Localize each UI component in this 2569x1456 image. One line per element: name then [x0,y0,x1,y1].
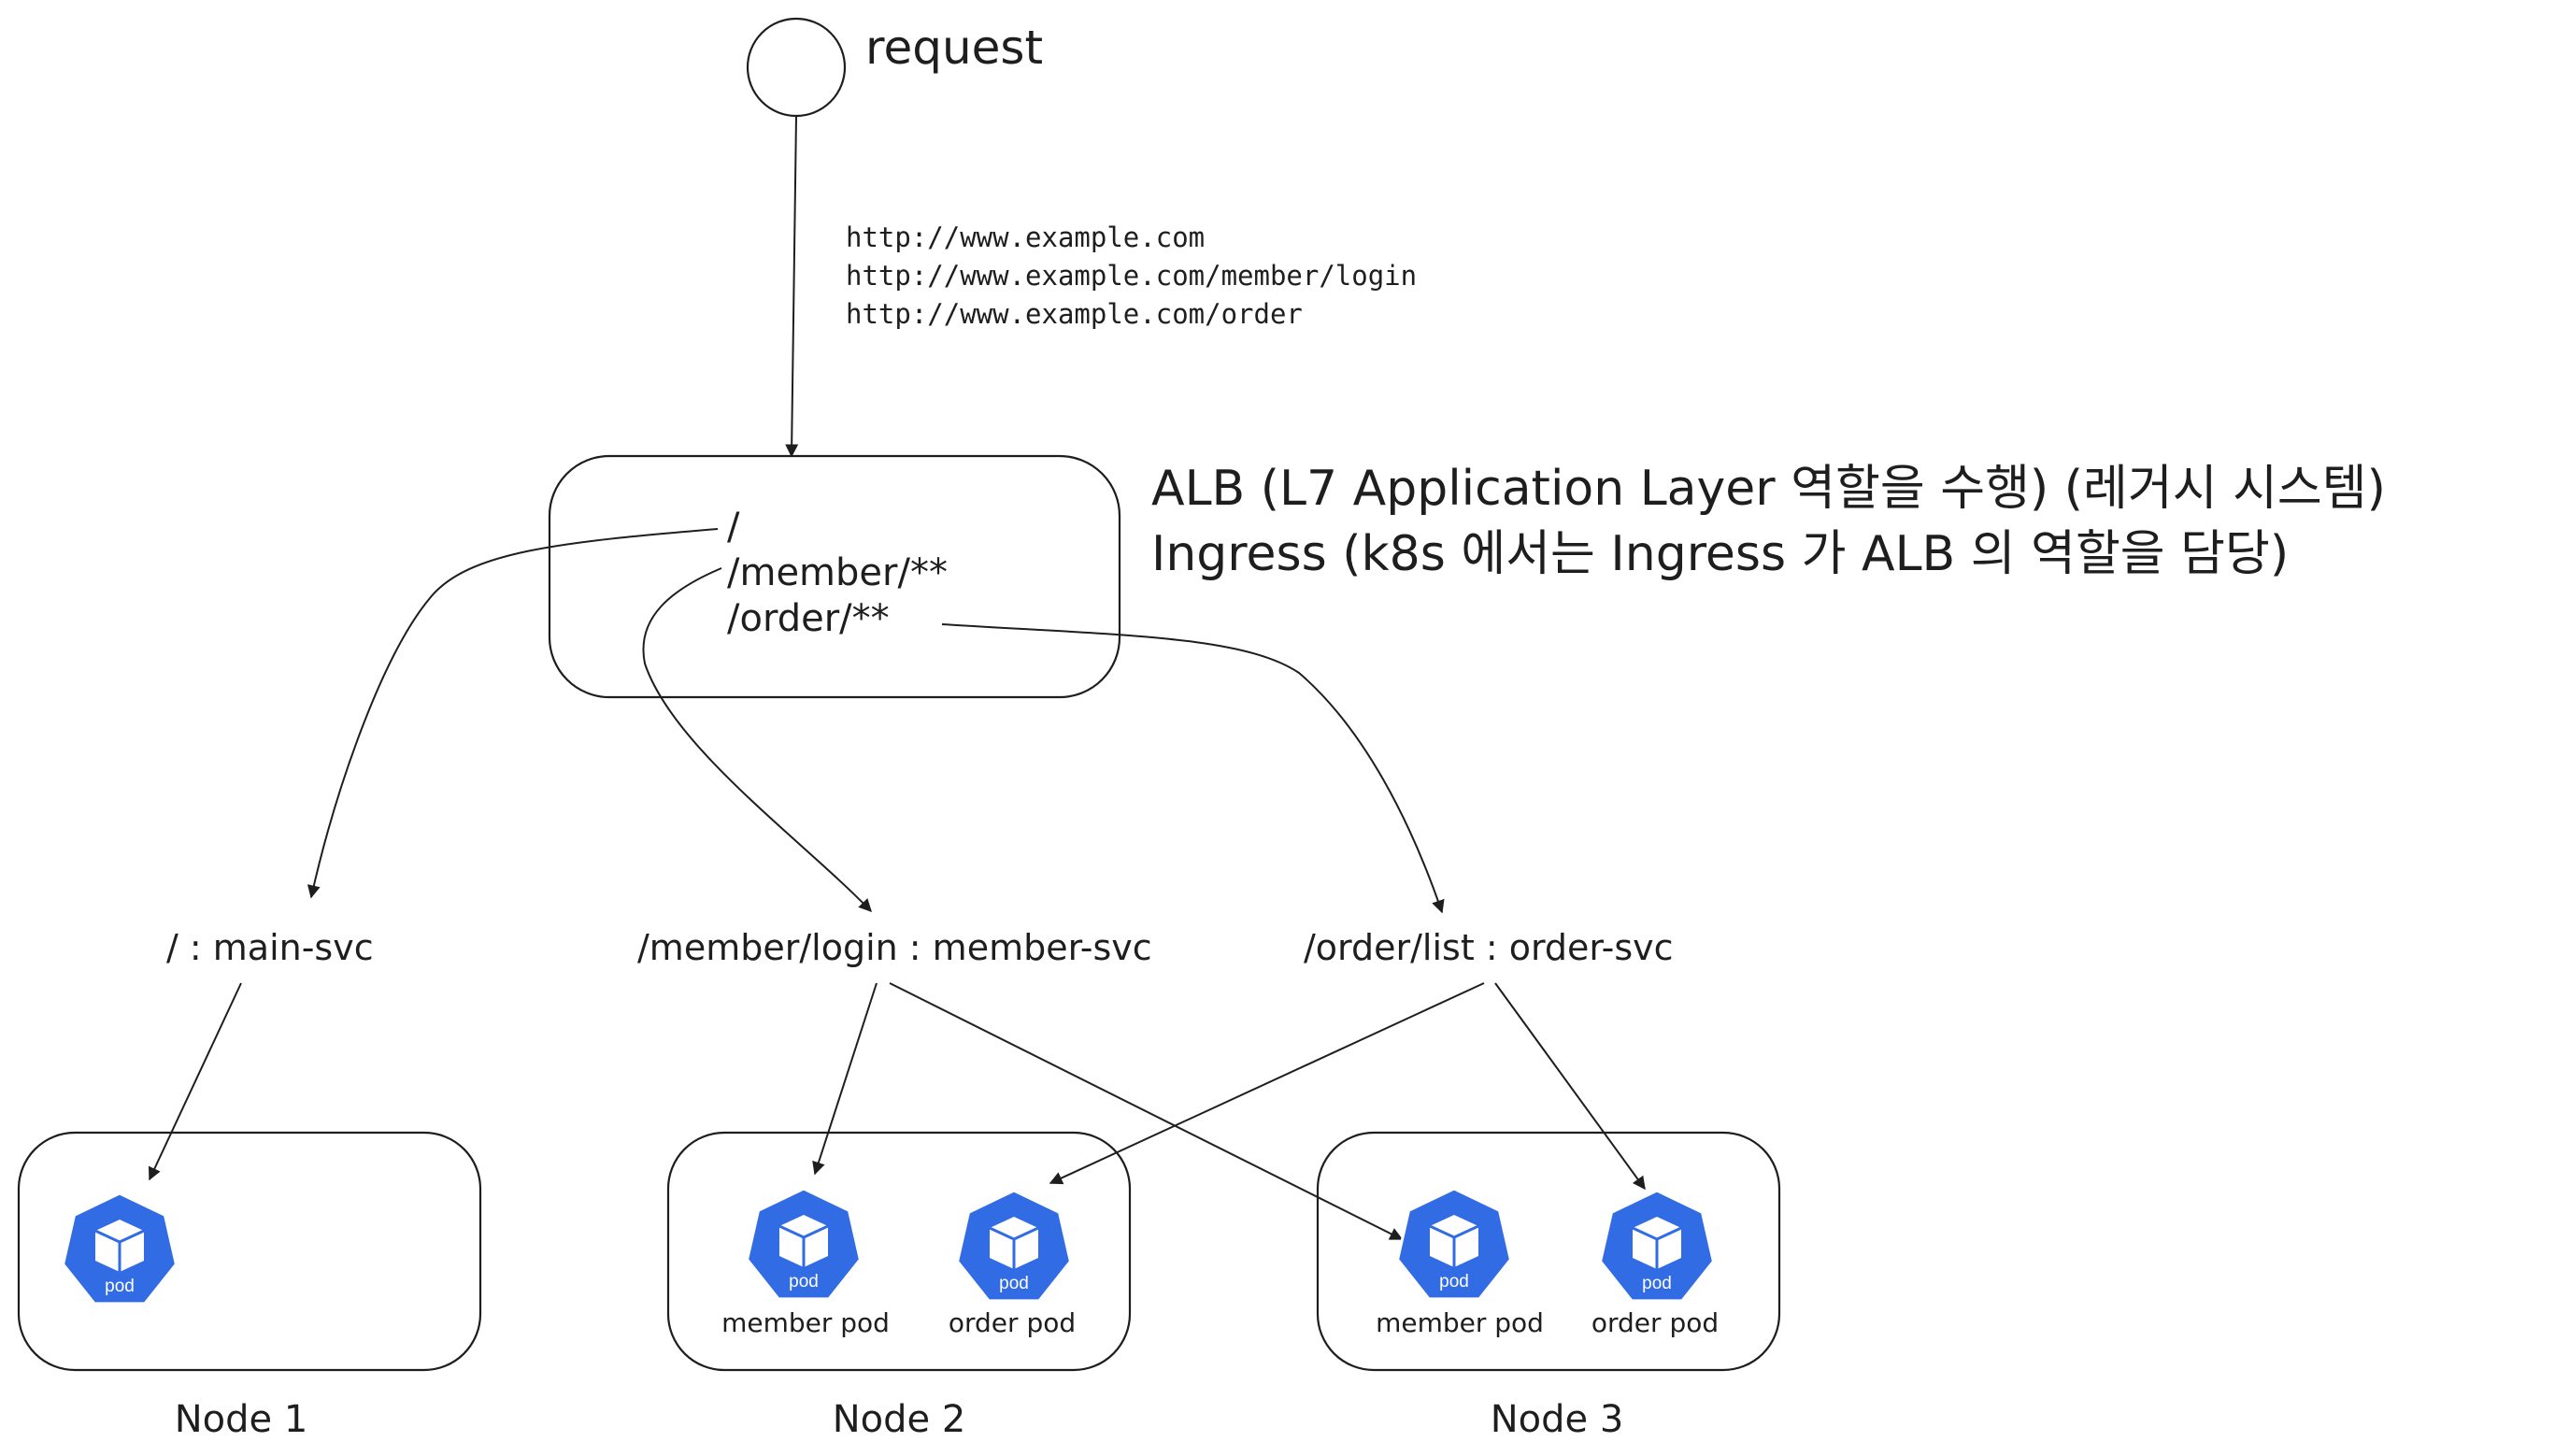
order-svc-to-node2-pod-arrow [1049,982,1485,1185]
svg-text:pod: pod [999,1274,1029,1293]
request-to-alb-arrow [785,115,799,458]
pod-icon: pod [1599,1189,1715,1303]
alb-rule-root: / [727,506,740,549]
pod-caption: order pod [1591,1307,1719,1338]
request-circle [746,17,847,118]
order-svc-to-node3-pod-arrow [1494,982,1646,1191]
route-order-arrow [941,623,1445,914]
pod-icon: pod [62,1192,178,1306]
alb-rule-order: /order/** [727,597,890,640]
url-item: http://www.example.com [846,221,1205,253]
ingress-note: Ingress (k8s 에서는 Ingress 가 ALB 의 역할을 담당) [1151,526,2289,582]
main-svc-to-pod-arrow [148,982,242,1181]
pod-icon: pod [1396,1187,1512,1301]
url-list: http://www.example.com http://www.exampl… [846,221,1417,330]
pod-icon: pod [746,1187,862,1301]
svg-text:pod: pod [789,1272,819,1292]
pod-caption: member pod [1376,1307,1544,1338]
svg-text:pod: pod [1439,1272,1469,1292]
node-box [1316,1131,1781,1372]
pod-icon: pod [956,1189,1072,1303]
url-item: http://www.example.com/order [846,298,1303,330]
node-label: Node 3 [1491,1398,1624,1441]
node-label: Node 2 [833,1398,966,1441]
node-label: Node 1 [175,1398,308,1441]
route-member-arrow [642,567,872,913]
pod-caption: order pod [949,1307,1076,1338]
node-2: pod member pod pod order pod Node 2 [666,1131,1132,1441]
alb-rule-member: /member/** [727,551,948,594]
service-label-order: /order/list : order-svc [1304,927,1674,968]
alb-box [548,454,1121,699]
service-label-member: /member/login : member-svc [637,927,1152,968]
alb-note: ALB (L7 Application Layer 역할을 수행) (레거시 시… [1151,461,2386,517]
member-svc-to-node3-pod-arrow [889,982,1404,1240]
svg-text:pod: pod [105,1277,135,1296]
node-box [17,1131,482,1372]
node-1: pod Node 1 [17,1131,482,1441]
pod-caption: member pod [721,1307,890,1338]
node-box [666,1131,1132,1372]
svg-text:pod: pod [1642,1274,1672,1293]
service-label-main: / : main-svc [166,927,374,968]
route-root-arrow [307,528,719,899]
request-label: request [865,21,1043,75]
url-item: http://www.example.com/member/login [846,260,1417,292]
node-3: pod member pod pod order pod Node 3 [1316,1131,1781,1441]
member-svc-to-node2-pod-arrow [812,982,878,1176]
